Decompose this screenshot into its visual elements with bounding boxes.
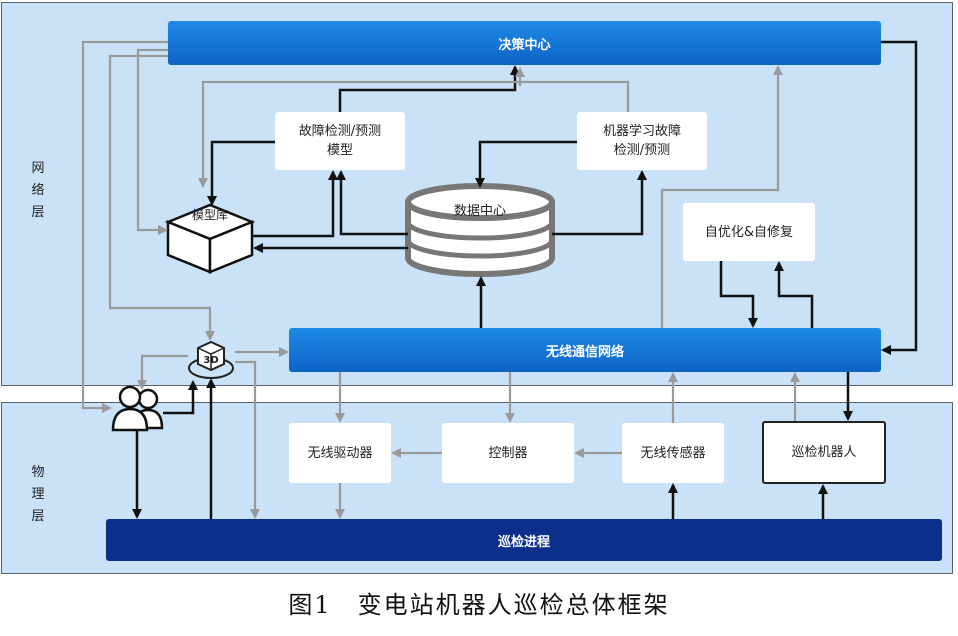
controller-box: 控制器: [442, 423, 574, 483]
data-center-icon: [405, 183, 555, 277]
model-library-cube-icon: [164, 203, 256, 274]
fault-model-box: 故障检测/预测 模型: [275, 112, 405, 170]
3d-model-icon: [188, 340, 234, 379]
users-icon: [111, 385, 164, 432]
decision-center-bar: 决策中心: [168, 21, 881, 65]
figure-caption: 图1 变电站机器人巡检总体框架: [288, 591, 670, 619]
self-optimize-box: 自优化&自修复: [683, 203, 815, 261]
ml-fault-box: 机器学习故障 检测/预测: [577, 112, 707, 170]
wireless-network-bar: 无线通信网络: [289, 328, 881, 372]
dark-arrows: [132, 40, 918, 519]
physical-layer-label: 物 理 层: [31, 465, 45, 524]
wireless-sensor-box: 无线传感器: [622, 423, 724, 483]
gray-arrows: [81, 40, 800, 519]
inspection-robot-box: 巡检机器人: [762, 421, 886, 484]
data-center-label: 数据中心: [453, 204, 506, 219]
wireless-driver-box: 无线驱动器: [289, 423, 391, 483]
model-library-label: 模型库: [191, 208, 228, 222]
inspection-process-bar: 巡检进程: [106, 519, 942, 561]
network-layer-label: 网 络 层: [31, 161, 45, 220]
3d-label: 3D: [203, 355, 219, 366]
